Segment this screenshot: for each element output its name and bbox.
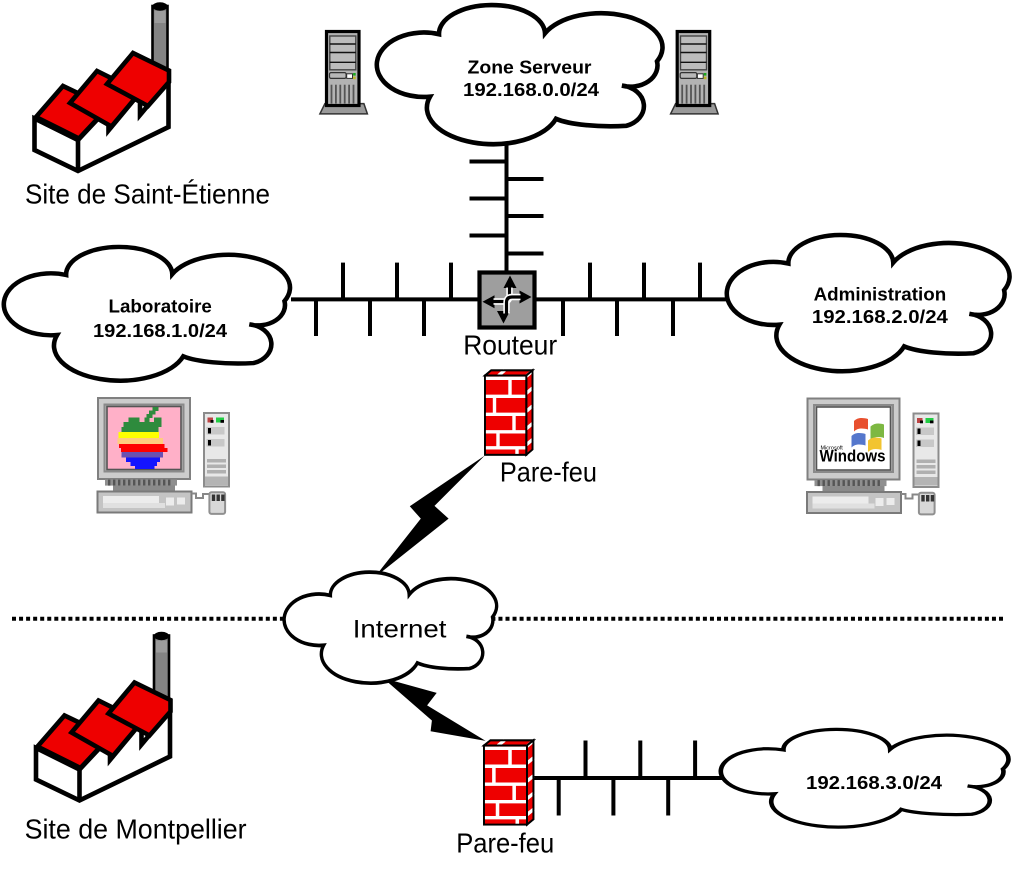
- svg-text:Site de Saint-Étienne: Site de Saint-Étienne: [25, 179, 270, 210]
- svg-text:Microsoft: Microsoft: [821, 446, 844, 452]
- svg-text:Pare-feu: Pare-feu: [500, 456, 597, 487]
- svg-text:Zone Serveur: Zone Serveur: [468, 57, 593, 78]
- svg-text:192.168.2.0/24: 192.168.2.0/24: [812, 306, 949, 327]
- svg-text:Administration: Administration: [814, 284, 947, 305]
- svg-text:Laboratoire: Laboratoire: [109, 296, 212, 317]
- svg-text:Routeur: Routeur: [463, 330, 557, 361]
- svg-text:192.168.1.0/24: 192.168.1.0/24: [93, 320, 228, 341]
- svg-text:192.168.3.0/24: 192.168.3.0/24: [806, 772, 943, 793]
- svg-text:Internet: Internet: [353, 616, 447, 643]
- svg-text:Windows: Windows: [820, 447, 886, 466]
- svg-text:Site de Montpellier: Site de Montpellier: [25, 814, 247, 845]
- svg-text:192.168.0.0/24: 192.168.0.0/24: [463, 79, 600, 100]
- svg-text:Pare-feu: Pare-feu: [456, 827, 554, 858]
